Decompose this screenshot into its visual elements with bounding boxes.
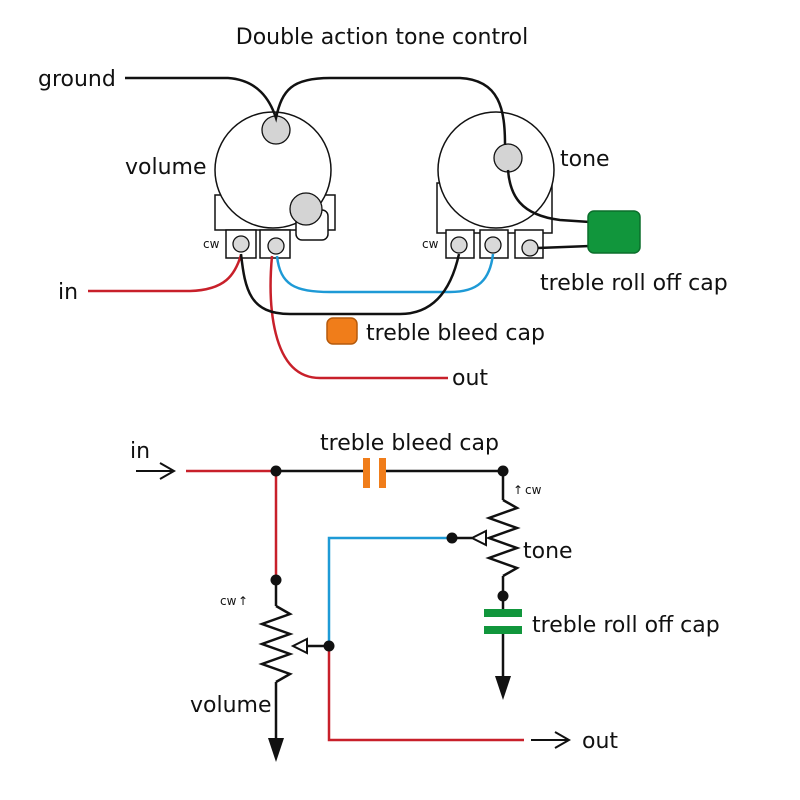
volume-lug-2 xyxy=(267,237,285,255)
schematic-volume-label: volume xyxy=(190,693,272,718)
schematic-wiper-link xyxy=(327,536,452,646)
tone-to-cap-wire xyxy=(506,169,591,224)
tone-lug-2 xyxy=(484,236,502,254)
out-label: out xyxy=(452,366,488,391)
tone-pot xyxy=(436,111,555,259)
tone-wiper-arrow xyxy=(469,529,487,547)
treble-bleed-cap xyxy=(326,317,358,345)
treble-rolloff-label: treble roll off cap xyxy=(540,271,728,296)
schematic-in-label: in xyxy=(130,439,150,464)
volume-cw-label: cw xyxy=(203,237,220,251)
volume-body-lug xyxy=(289,192,323,226)
tone-label: tone xyxy=(560,147,610,172)
in-wire xyxy=(88,254,243,293)
schematic-bleed-label: treble bleed cap xyxy=(320,431,499,456)
schematic-diagram: in treble bleed cap ↑ cw tone treble rol… xyxy=(130,431,720,762)
wiper-link-wire xyxy=(275,253,495,294)
schematic-rolloff-label: treble roll off cap xyxy=(532,613,720,638)
in-label: in xyxy=(58,280,78,305)
schematic-rolloff-cap-plate-a xyxy=(484,609,522,617)
volume-lug-1 xyxy=(232,235,250,253)
ground-label: ground xyxy=(38,67,116,92)
schematic-tone-cw-arrow: ↑ xyxy=(513,483,523,497)
tone-lug-3 xyxy=(521,239,539,257)
schematic-bleed-cap-plate-b xyxy=(379,458,386,488)
tone-cw-label: cw xyxy=(422,237,439,251)
schematic-volume-cw-label: cw xyxy=(220,594,237,608)
junction-dot xyxy=(497,590,509,602)
volume-wiper-arrow xyxy=(290,637,308,655)
volume-label: volume xyxy=(125,155,207,180)
schematic-out-wire xyxy=(327,646,524,742)
bleed-wire-left xyxy=(239,253,350,316)
diagram-title: Double action tone control xyxy=(236,25,528,50)
ground-wire xyxy=(125,76,507,146)
junction-dot xyxy=(497,465,509,477)
out-wire xyxy=(269,255,448,380)
junction-dot xyxy=(270,465,282,477)
volume-ground-arrow xyxy=(268,738,284,762)
cap-return-wire xyxy=(537,244,591,250)
tone-resistor xyxy=(485,498,521,578)
wiring-diagram: ground volume tone cw cw in out treble b… xyxy=(38,67,728,391)
tone-lug-1 xyxy=(450,236,468,254)
tone-ground-lug xyxy=(493,143,523,173)
junction-dot xyxy=(323,640,335,652)
schematic-rolloff-cap-plate-b xyxy=(484,626,522,634)
schematic-bleed-cap-plate-a xyxy=(363,458,370,488)
schematic-volume-cw-arrow: ↑ xyxy=(238,594,248,608)
treble-bleed-label: treble bleed cap xyxy=(366,321,545,346)
bleed-wire-right xyxy=(350,253,461,316)
treble-rolloff-cap xyxy=(587,210,641,254)
volume-pot xyxy=(214,111,336,259)
schematic-tone-cw-label: cw xyxy=(525,483,542,497)
junction-dot xyxy=(446,532,458,544)
schematic-tone-label: tone xyxy=(523,539,573,564)
volume-resistor xyxy=(258,604,294,684)
tone-ground-arrow xyxy=(495,676,511,700)
junction-dot xyxy=(270,574,282,586)
schematic-out-label: out xyxy=(582,729,618,754)
